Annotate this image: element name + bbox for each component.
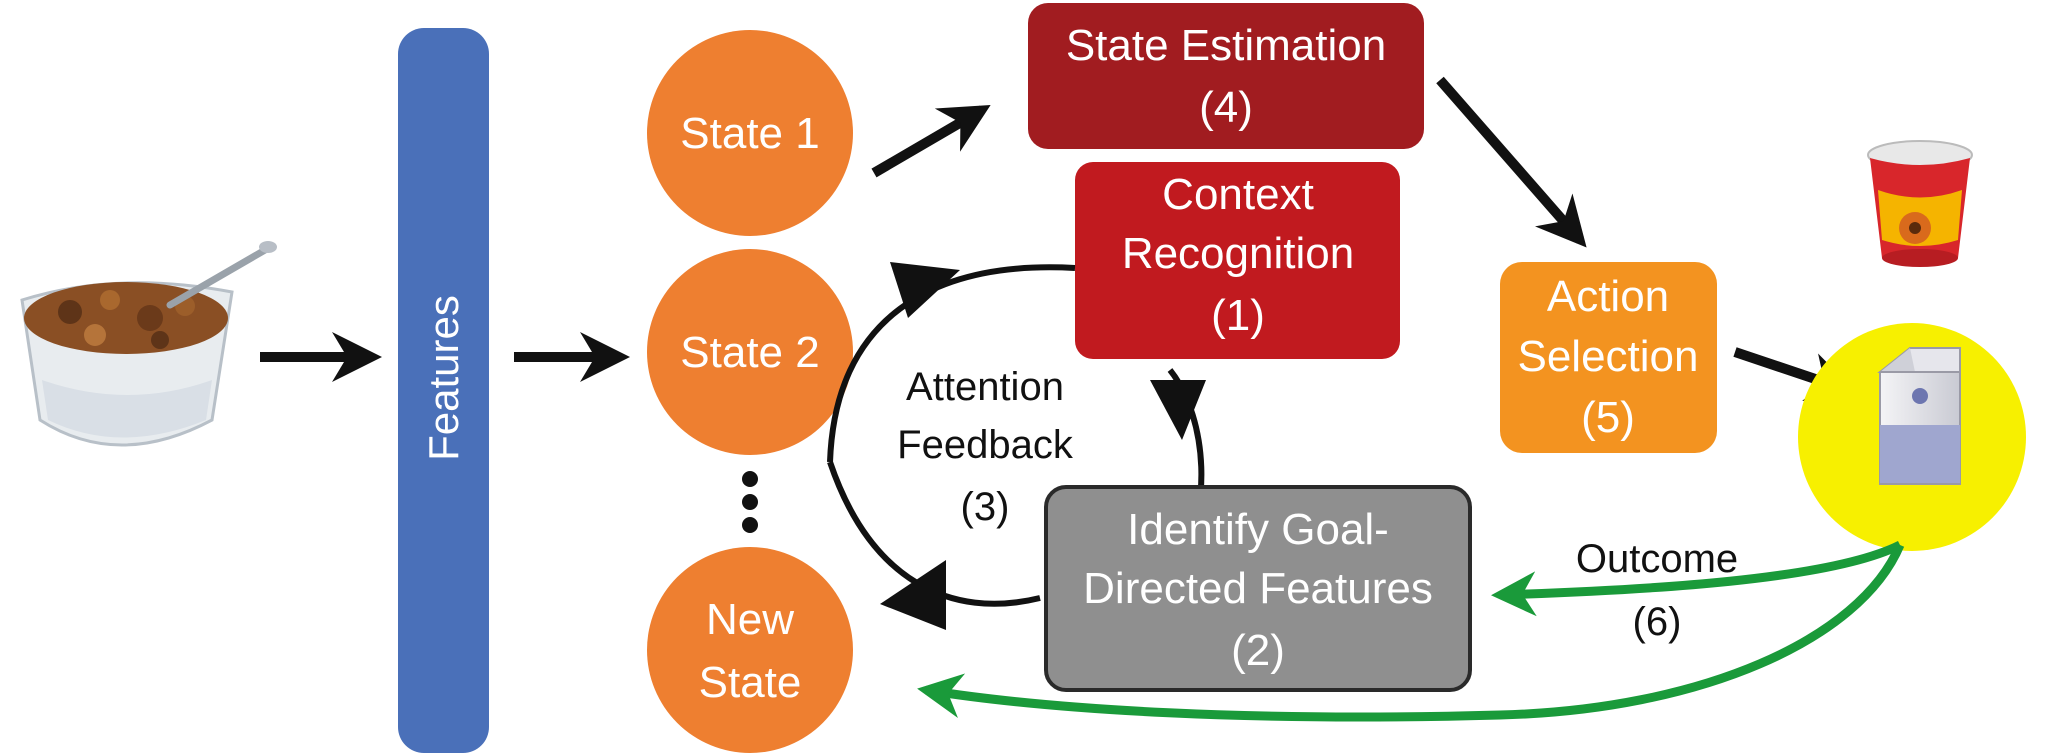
- loop-arrowhead-bottom: [880, 560, 946, 630]
- state-1-label: State 1: [680, 109, 819, 158]
- state-estimation-box: State Estimation (4): [1028, 3, 1424, 149]
- identify-goal-line1: Identify Goal-: [1127, 505, 1389, 554]
- yogurt-cup-icon: [1867, 140, 1973, 267]
- context-recognition-box: Context Recognition (1): [1075, 162, 1400, 359]
- action-selection-line1: Action: [1547, 272, 1669, 321]
- outcome-arrow-to-new-state: [917, 543, 1905, 722]
- loop-arrowhead-right: [1150, 380, 1206, 440]
- arrow-state1-to-state-estimation: [871, 104, 991, 178]
- attention-feedback-line1: Attention: [906, 365, 1064, 409]
- identify-goal-line2: Directed Features: [1083, 564, 1433, 613]
- attention-feedback-line2: Feedback: [897, 423, 1074, 467]
- context-recognition-line2: Recognition: [1122, 229, 1354, 278]
- new-state-line1: New: [706, 595, 794, 644]
- attention-feedback-number: (3): [961, 485, 1010, 529]
- context-recognition-number: (1): [1211, 291, 1265, 340]
- outcome-label: Outcome: [1576, 537, 1738, 581]
- outcome-number: (6): [1633, 600, 1682, 644]
- ellipsis-dots: [742, 471, 758, 533]
- loop-arrowhead-top: [890, 262, 960, 318]
- action-selection-number: (5): [1581, 393, 1635, 442]
- state-estimation-title: State Estimation: [1066, 21, 1386, 70]
- features-label: Features: [420, 295, 467, 461]
- state-2-node: State 2: [647, 249, 853, 455]
- outcome-arrow-to-goal: [1491, 540, 1903, 617]
- state-2-label: State 2: [680, 328, 819, 377]
- features-bar: [398, 28, 489, 753]
- identify-goal-number: (2): [1231, 626, 1285, 675]
- milk-node: [1798, 323, 2026, 551]
- context-recognition-line1: Context: [1162, 170, 1314, 219]
- identify-goal-box: Identify Goal- Directed Features (2): [1044, 485, 1472, 692]
- cereal-bowl-icon: [20, 241, 277, 447]
- arrow-state-estimation-to-action: [1436, 76, 1587, 248]
- new-state-line2: State: [699, 658, 802, 707]
- state-1-node: State 1: [647, 30, 853, 236]
- action-selection-box: Action Selection (5): [1500, 262, 1717, 453]
- action-selection-line2: Selection: [1517, 332, 1698, 381]
- state-estimation-number: (4): [1199, 83, 1253, 132]
- milk-carton-icon: [1877, 347, 1961, 485]
- new-state-node: New State: [647, 547, 853, 753]
